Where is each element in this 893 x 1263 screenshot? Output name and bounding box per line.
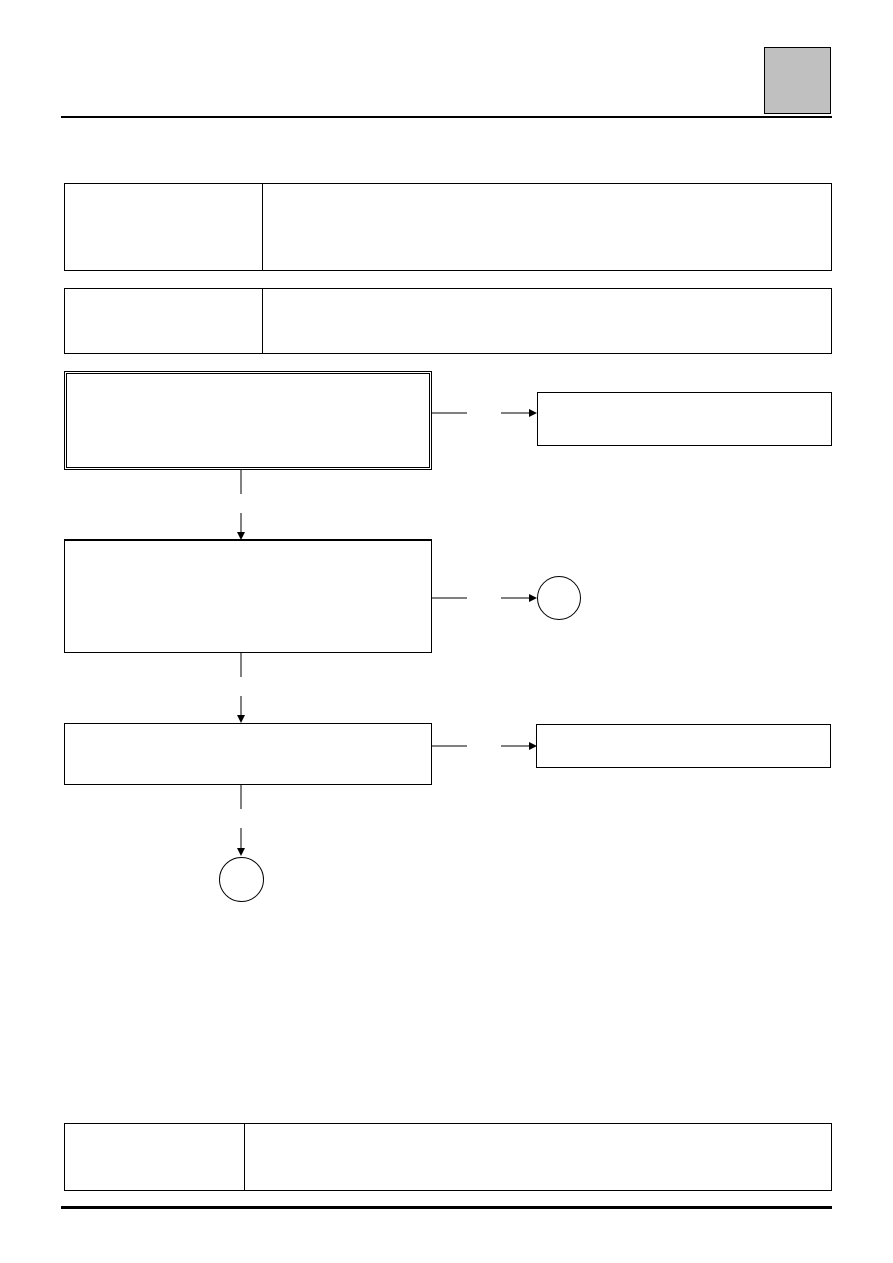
footer-rule [61, 1206, 832, 1209]
check-table [64, 288, 832, 354]
flow-result-1 [537, 392, 832, 446]
flow-step-3 [64, 723, 432, 785]
flow-step-1 [64, 371, 432, 470]
section-tab [764, 47, 831, 114]
flow-result-3 [536, 724, 831, 768]
flow-connector-right [537, 576, 581, 620]
spec-table-label [65, 184, 263, 270]
header-rule [61, 116, 832, 118]
spec-table [64, 183, 832, 271]
footer-table-label [65, 1124, 245, 1190]
flow-connector-bottom [219, 857, 264, 902]
footer-table-content [245, 1124, 831, 1190]
footer-table [64, 1123, 832, 1191]
flow-step-2 [64, 539, 432, 653]
check-table-label [65, 289, 263, 353]
